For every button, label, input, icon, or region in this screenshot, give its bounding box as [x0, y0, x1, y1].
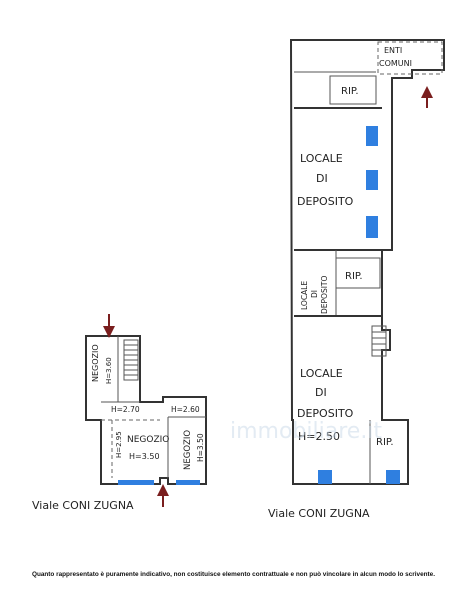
room-label-locale-2-line3: DEPOSITO	[297, 407, 354, 420]
room-height-negozio-2: H=3.50	[129, 452, 160, 461]
room-label-locale-small-line3: DEPOSITO	[320, 276, 329, 314]
room-label-negozio-2: NEGOZIO	[127, 435, 169, 445]
room-label-locale-small-line2: DI	[310, 290, 319, 298]
right-floor-plan: ENTI COMUNI RIP. LOCALE DI DEPOSITO RIP.…	[289, 39, 445, 485]
disclaimer: Quanto rappresentato è puramente indicat…	[31, 571, 436, 578]
height-label-a: H=2.70	[111, 405, 140, 414]
room-label-locale-1-line1: LOCALE	[300, 152, 343, 165]
room-label-locale-1-line2: DI	[316, 172, 328, 185]
room-height-negozio-3: H=3.50	[196, 433, 205, 462]
window-right-4	[318, 470, 332, 484]
label-comuni: COMUNI	[379, 59, 412, 68]
room-label-negozio-1: NEGOZIO	[91, 344, 100, 382]
room-label-locale-1-line3: DEPOSITO	[297, 195, 354, 208]
window-left-2	[176, 480, 200, 485]
left-floor-plan: NEGOZIO H=3.60 H=2.70 H=2.60 H=2.95 NEGO…	[85, 314, 207, 507]
room-label-rip-3: RIP.	[376, 437, 394, 448]
window-left-1	[118, 480, 154, 485]
room-label-locale-small-line1: LOCALE	[300, 281, 309, 310]
room-label-rip-1: RIP.	[341, 86, 359, 97]
entrance-arrow-right	[421, 86, 433, 108]
watermark: immobiliare.it	[230, 419, 382, 444]
room-label-negozio-3: NEGOZIO	[183, 430, 193, 470]
room-label-locale-2-line1: LOCALE	[300, 367, 343, 380]
room-height-negozio-1: H=3.60	[105, 357, 113, 384]
stair-right	[371, 325, 387, 357]
window-right-2	[366, 170, 378, 190]
room-label-locale-2-line2: DI	[315, 386, 327, 399]
window-right-1	[366, 126, 378, 146]
entrance-arrow-left-bottom	[157, 484, 169, 507]
street-label-left: Viale CONI ZUGNA	[32, 499, 134, 512]
window-right-3	[366, 216, 378, 238]
room-height-locale-2: H=2.50	[298, 430, 340, 443]
entrance-arrow-left-top	[103, 314, 115, 338]
street-label-right: Viale CONI ZUGNA	[268, 507, 370, 520]
label-enti: ENTI	[384, 46, 402, 55]
height-label-c: H=2.95	[115, 431, 123, 458]
height-label-b: H=2.60	[171, 405, 200, 414]
window-right-5	[386, 470, 400, 484]
stair-left	[123, 339, 139, 381]
room-label-rip-2: RIP.	[345, 271, 363, 282]
